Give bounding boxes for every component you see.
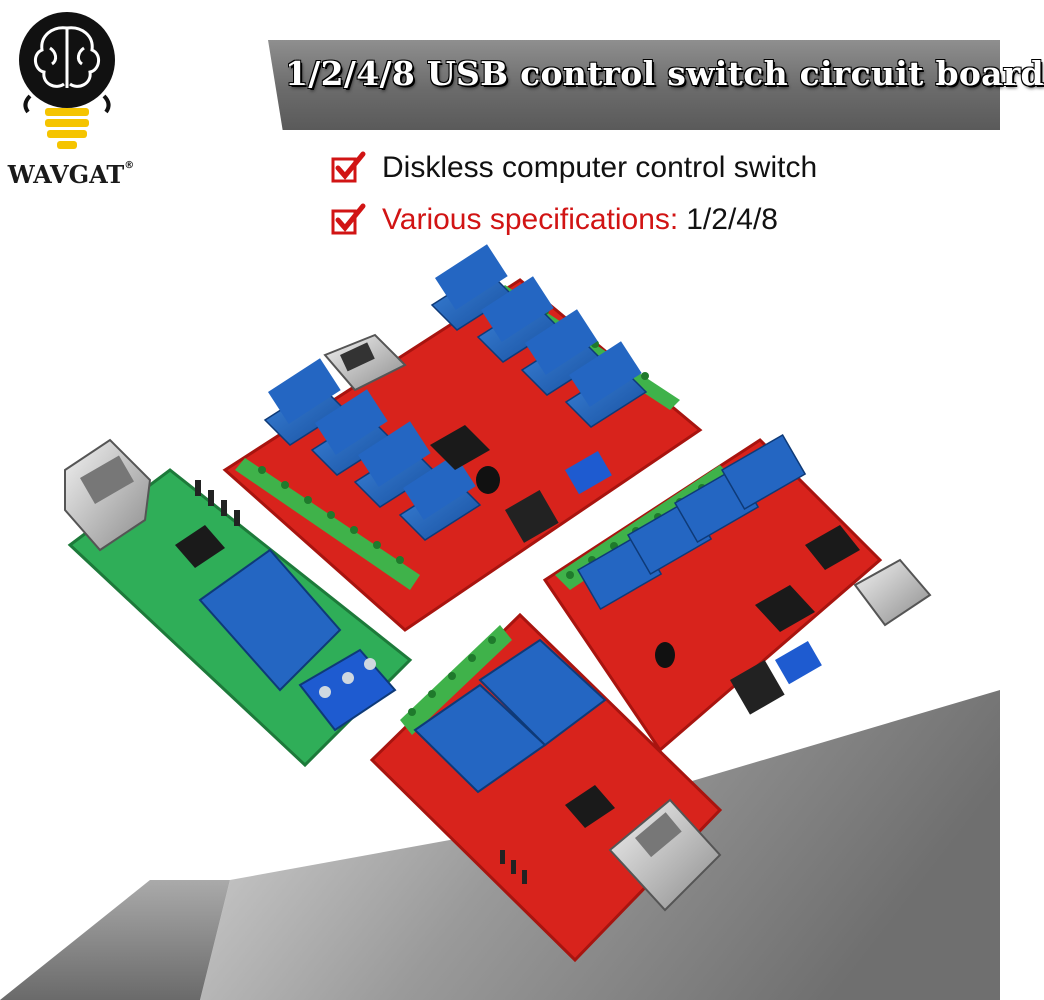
- board-8-channel: [222, 244, 703, 632]
- check-icon: [331, 203, 366, 235]
- feature-line-2: Various specifications: 1/2/4/8: [330, 200, 778, 240]
- board-4-channel: [542, 433, 932, 753]
- title-banner: [268, 40, 1000, 130]
- feature-label: Various specifications:: [382, 203, 679, 236]
- feature-line-1: Diskless computer control switch: [330, 148, 817, 188]
- brand-name: WAVGAT®: [7, 160, 135, 189]
- feature-value: 1/2/4/8: [686, 203, 778, 236]
- circuit-boards-illustration: [64, 244, 932, 963]
- feature-text: Diskless computer control switch: [382, 151, 818, 184]
- wavgat-logo: WAVGAT®: [0, 0, 140, 200]
- page-title: 1/2/4/8 USB control switch circuit board: [285, 54, 1044, 93]
- board-2-channel: [369, 612, 723, 963]
- check-icon: [331, 151, 366, 183]
- lightbulb-brain-icon: [19, 12, 115, 149]
- board-1-channel: [64, 438, 413, 768]
